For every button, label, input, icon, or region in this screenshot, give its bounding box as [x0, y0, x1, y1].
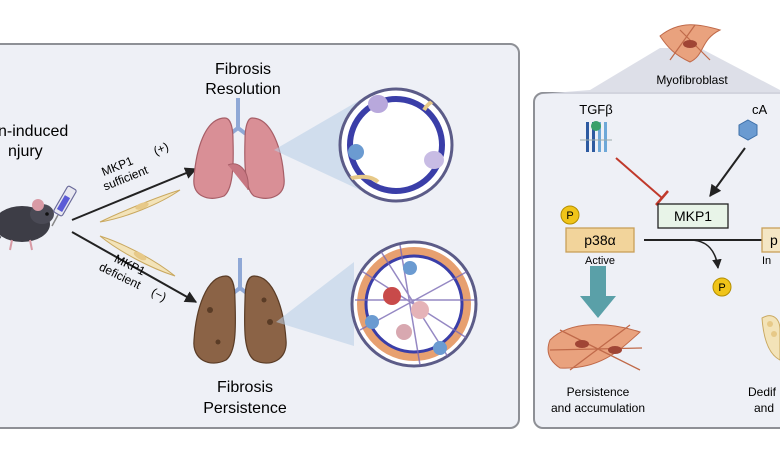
myofibroblast-cluster-icon	[547, 324, 643, 371]
arrow-camp-to-mkp1	[709, 147, 746, 197]
fibrotic-alveolus-circle	[350, 240, 478, 368]
zoom-wedge-top	[274, 100, 360, 190]
outcome-top-line2: Resolution	[205, 81, 281, 98]
outcome-right-line2: and	[754, 401, 774, 415]
zoom-wedge-bottom	[276, 262, 354, 346]
inhibition-bar	[655, 190, 669, 206]
p38-box-label: p38α	[584, 232, 615, 248]
outcome-left-line2: and accumulation	[551, 401, 645, 415]
injury-label-line2: njury	[8, 143, 43, 160]
arrow-to-persistence	[71, 231, 198, 303]
zoom-trapezoid	[540, 48, 780, 94]
syringe-icon	[51, 185, 77, 227]
healthy-lung-icon	[193, 98, 285, 199]
tgfb-receptor-icon	[580, 121, 612, 152]
injury-label-line1: n-induced	[0, 123, 68, 140]
p38-state-label: Active	[585, 255, 615, 267]
mkp1-box	[657, 203, 729, 229]
arrow-to-resolution	[71, 167, 198, 221]
released-phospho-badge	[712, 277, 732, 297]
right-panel	[533, 92, 780, 429]
branch-bottom-sign: (−)	[149, 285, 169, 304]
phospho-badge	[560, 205, 580, 225]
healthy-alveolus-circle	[338, 87, 454, 203]
fibroblast-cell-upper	[99, 189, 181, 223]
branch-top-sign: (+)	[151, 139, 170, 158]
outcome-right-line1: Dedif	[748, 385, 777, 399]
fat-arrow-down	[580, 266, 616, 318]
outcome-bottom-line1: Fibrosis	[217, 379, 273, 396]
inhibition-line	[615, 157, 663, 199]
tgfb-label: TGFβ	[579, 102, 612, 117]
fibrotic-lung-icon	[193, 258, 287, 364]
outcome-top-line1: Fibrosis	[215, 61, 271, 78]
fibroblast-cell-lower	[99, 235, 176, 277]
mouse-icon	[0, 199, 54, 251]
phospho-badge-label: P	[566, 210, 573, 222]
mkp1-box-label: MKP1	[674, 208, 712, 224]
inactive-p38-box	[761, 227, 780, 253]
camp-hexagon-icon	[738, 119, 758, 141]
p38-box	[565, 227, 635, 253]
myofibroblast-label: Myofibroblast	[656, 73, 728, 87]
inactive-box-label: p	[770, 232, 778, 248]
outcome-bottom-line2: Persistence	[203, 400, 287, 417]
camp-label: cA	[752, 102, 768, 117]
inactive-state-label: In	[762, 255, 771, 267]
released-phospho-label: P	[718, 282, 725, 294]
myofibroblast-header-cell	[659, 24, 722, 63]
dedifferentiated-cell-icon	[761, 315, 780, 361]
arrow-release-phosphate	[689, 239, 722, 269]
outcome-left-line1: Persistence	[567, 385, 630, 399]
